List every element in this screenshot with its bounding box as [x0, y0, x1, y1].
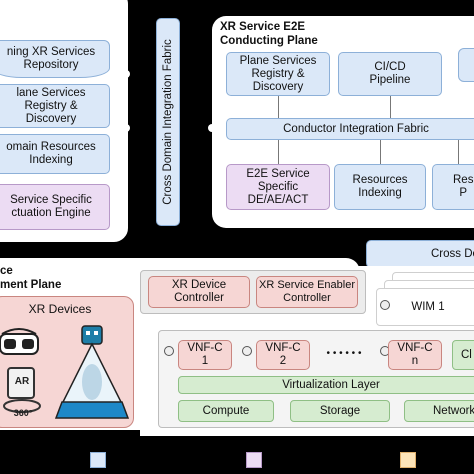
virtualization-layer: Virtualization Layer	[178, 376, 474, 394]
e2e-plane-title-line1: XR Service E2E	[220, 21, 306, 33]
vnf-c-n: VNF-C n	[388, 340, 442, 370]
storage: Storage	[290, 400, 390, 422]
management-plane-title: ce ment Plane	[0, 264, 120, 292]
arrow-connector	[278, 96, 279, 118]
e2e-plane-title: XR Service E2E Conducting Plane	[220, 20, 380, 48]
cross-domain-fabric-vertical-label: Cross Domain Integration Fabric	[162, 39, 174, 205]
xr-device-controller: XR Device Controller	[148, 276, 250, 308]
plane-services-registry-e2e: Plane Services Registry & Discovery	[226, 52, 330, 96]
cicd-pipeline: CI/CD Pipeline	[338, 52, 442, 96]
hologram-icon	[54, 322, 130, 422]
legend-pink-swatch	[246, 452, 262, 468]
vnf-ellipsis: • • • • • •	[326, 347, 362, 359]
cross-domain-fabric-horizontal: Cross Do	[366, 240, 474, 268]
vnf-c-1: VNF-C 1	[178, 340, 232, 370]
database-icon	[458, 48, 474, 82]
plane-services-registry-left: lane Services Registry & Discovery	[0, 84, 110, 128]
wim-1: WIM 1	[376, 288, 474, 326]
xr-services-repository: ning XR Services Repository	[0, 40, 110, 78]
service-actuation-engine: Service Specific ctuation Engine	[0, 184, 110, 230]
vr-headset-icon	[0, 326, 42, 360]
e2e-service-specific: E2E Service Specific DE/AE/ACT	[226, 164, 330, 210]
conductor-integration-fabric: Conductor Integration Fabric	[226, 118, 474, 140]
cross-domain-fabric-vertical	[156, 18, 180, 226]
compute: Compute	[178, 400, 274, 422]
management-plane-title-line1: ce	[0, 265, 13, 277]
connector-dot	[380, 300, 390, 310]
cl-partial: Cl	[452, 340, 474, 370]
legend-blue-swatch	[90, 452, 106, 468]
ar-360-icon	[0, 366, 46, 420]
domain-resources-indexing: omain Resources Indexing	[0, 134, 110, 174]
xr-devices-title: XR Devices	[28, 301, 92, 316]
degree-label: 360°	[13, 408, 33, 418]
legend-strip	[0, 440, 474, 474]
xr-service-enabler-controller: XR Service Enabler Controller	[256, 276, 358, 308]
arrow-connector	[458, 140, 459, 164]
e2e-plane-title-line2: Conducting Plane	[220, 35, 318, 47]
resources-partial: Res P	[432, 164, 474, 210]
connector-dot	[122, 70, 130, 78]
management-plane-title-line2: ment Plane	[0, 279, 62, 291]
vnf-c-2: VNF-C 2	[256, 340, 310, 370]
connector-dot	[164, 346, 174, 356]
connector-dot	[242, 346, 252, 356]
arrow-connector	[390, 96, 391, 118]
connector-dot	[122, 124, 130, 132]
arrow-connector	[278, 140, 279, 164]
network: Network	[404, 400, 474, 422]
resources-indexing: Resources Indexing	[334, 164, 426, 210]
ar-label: AR	[14, 376, 30, 387]
arrow-connector	[380, 140, 381, 164]
connector-dot	[208, 124, 216, 132]
legend-orange-swatch	[400, 452, 416, 468]
